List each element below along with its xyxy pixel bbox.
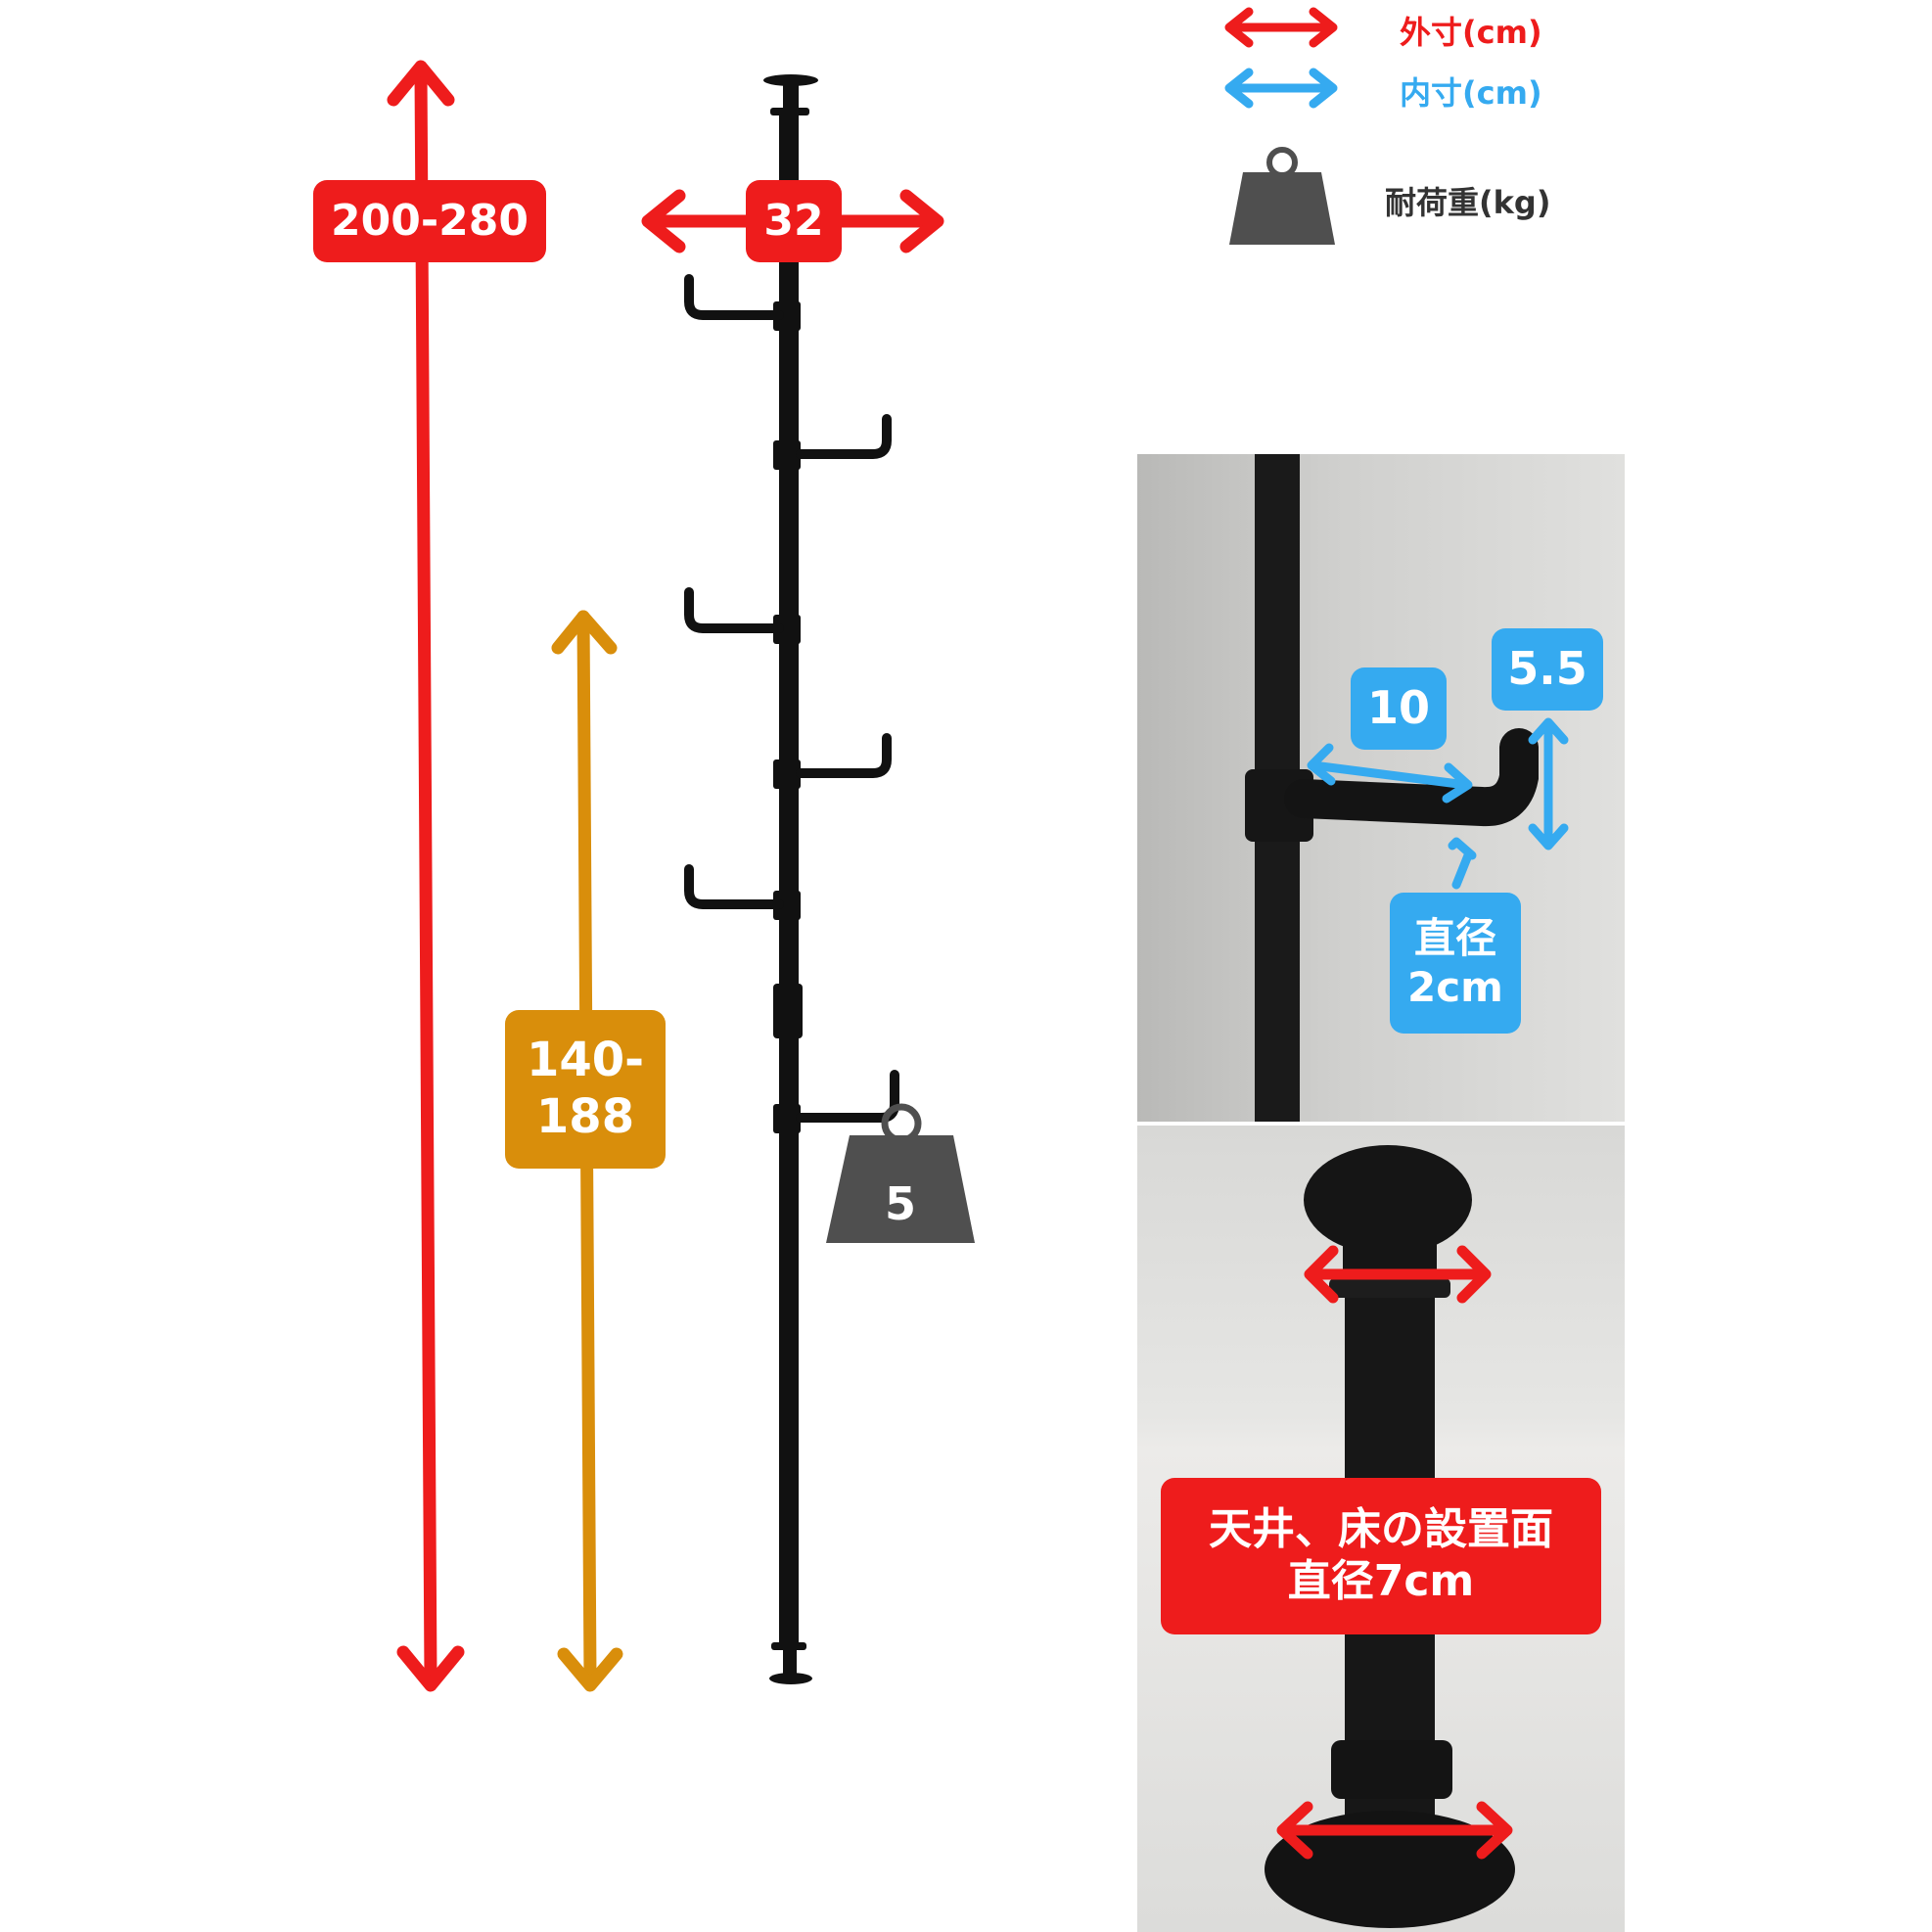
tension-pole [763,74,818,1684]
base-diameter-line2: 直径7cm [1287,1556,1475,1606]
width-label: 32 [746,180,842,262]
legend-inner-arrow-icon [1224,68,1338,109]
legend-outer-label: 外寸(cm) [1400,14,1542,51]
legend-load-label: 耐荷重(kg) [1385,184,1551,221]
total-height-arrow [387,60,465,1692]
legend-weight-icon [1229,147,1335,245]
total-height-label: 200-280 [313,180,546,262]
hook-height-line1: 140- [526,1033,645,1088]
hook-detail-photo: 10 5.5 直径 2cm [1137,454,1625,1122]
base-diameter-label: 天井、床の設置面 直径7cm [1161,1478,1601,1634]
hook-height-detail-label: 5.5 [1492,628,1603,711]
hook-height-line2: 188 [535,1089,635,1144]
hook-diameter-line2: 2cm [1407,963,1503,1011]
hook-length-label: 10 [1351,667,1447,750]
weight-icon [826,1103,975,1243]
hook-diameter-label: 直径 2cm [1390,893,1521,1034]
legend-outer-arrow-icon [1224,7,1338,48]
hook-detail-drawing [1245,454,1569,1122]
base-detail-photo: 天井、床の設置面 直径7cm [1137,1126,1625,1932]
load-value: 5 [884,1177,916,1231]
base-diameter-line1: 天井、床の設置面 [1209,1504,1553,1555]
hook-diameter-line1: 直径 [1413,913,1496,962]
hook-height-label: 140- 188 [505,1010,666,1169]
legend-inner-label: 内寸(cm) [1400,74,1542,112]
